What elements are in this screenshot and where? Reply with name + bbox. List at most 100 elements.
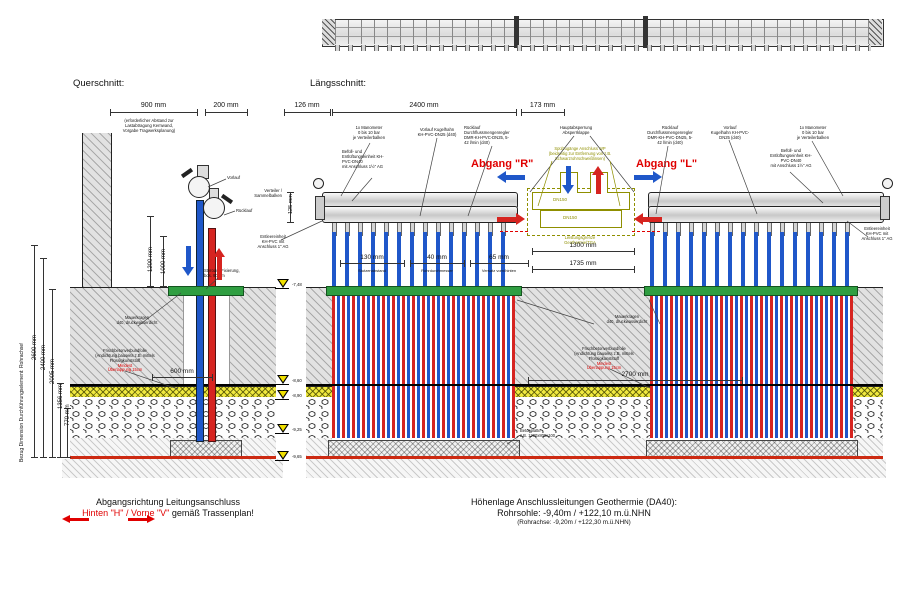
qs-pipe-vorlauf: [196, 200, 204, 442]
ls-manometer-right: [882, 178, 893, 189]
qs-subgrade: [62, 459, 283, 478]
wp-reddash-right: [632, 231, 660, 232]
arrow-hinten-shaft: [70, 517, 89, 521]
dim-2400v-line: [43, 258, 44, 457]
label-frischbeton-ls-red: Mindest Überlappung 15cm: [586, 360, 622, 371]
dim-1300-line: [532, 251, 634, 252]
ls-footing-left: [328, 440, 520, 458]
dim-125-tick2: [287, 222, 294, 223]
dim-2400-tick1: [332, 109, 333, 116]
elevation-marker-base-2: [275, 399, 289, 400]
ls-beam-right-ruecklauf: [648, 206, 884, 223]
arrow-supply-right-head: [653, 171, 662, 183]
dim-200-tick1: [205, 109, 206, 116]
elevation-marker-value-0: -7,48: [292, 282, 302, 287]
dim-65-line: [470, 263, 528, 264]
dim-2005-tick1: [49, 289, 56, 290]
dim-2600-label: 2600 mm: [32, 334, 38, 360]
label-betonplatte: Betonplatte z.B. 1200x800x100: [520, 428, 556, 438]
ls-subgrade: [306, 459, 886, 478]
plan-beam-flange-right: [643, 16, 648, 48]
dim-1200-tick1: [147, 216, 154, 217]
elevation-marker-fill-1: [278, 376, 287, 382]
label-stutzenabstand: Stutzenabstand: [358, 268, 386, 273]
label-styrodur: Styrodur-Fixierung, bds. 90mm: [204, 268, 240, 278]
arrow-wp-supply-down-shaft: [565, 166, 571, 185]
dim-200-tick2: [247, 109, 248, 116]
dim-900-label: 900 mm: [140, 102, 167, 109]
ls-footing-right: [646, 440, 858, 458]
qs-redline: [70, 456, 276, 459]
arrow-return-in-right-shaft: [643, 216, 662, 222]
arrow-wp-supply-down-head: [562, 185, 574, 194]
ls-slab-right: [852, 287, 883, 386]
ls-dense-pipes-right: [650, 294, 853, 438]
note-direction-line1: Abgangsrichtung Leitungsanschluss: [95, 497, 241, 507]
dim-1000-tick2: [160, 286, 167, 287]
dim-173-line: [521, 112, 564, 113]
label-dmr-right: Rücklauf Durchflussmengenregler DMR-KH-P…: [647, 125, 693, 145]
dim-40-tick2: [464, 260, 465, 267]
dim-40-line: [410, 263, 464, 264]
dim-173-label: 173 mm: [529, 102, 556, 109]
label-frischbeton-ls: Frischbetonverbundfolie (Andichtung baus…: [574, 346, 634, 361]
wp-duct-upper: [532, 192, 630, 210]
dim-2400-label: 2400 mm: [409, 102, 439, 109]
dim-130-label: 130 mm: [360, 253, 384, 261]
label-abgang-l: Abgang "L": [636, 158, 698, 170]
dim-2005-line: [52, 289, 53, 457]
label-verteiler-sammelbalken: Verteiler / Sammelbalken: [254, 188, 282, 198]
dim-1000-tick1: [160, 236, 167, 237]
qs-valve-1: [188, 176, 210, 198]
dim-1200-label: 1200 mm: [148, 246, 154, 272]
dim-770-line: [67, 408, 68, 457]
label-frischbeton-qs-red: Mindest Überlappung 15cm: [107, 362, 143, 373]
dim-1200-line: [150, 216, 151, 286]
label-manometer-left: 1x Manometer 0 bis 10 bar je Verteilerba…: [352, 125, 386, 140]
label-rohrdurchmesser: Rohrdurchmesser: [421, 268, 453, 273]
dim-1300-label: 1300 mm: [569, 241, 597, 249]
label-frischbeton-qs: Frischbetonverbundfolie (Andichtung baus…: [95, 348, 155, 363]
label-leistungsgrenze: Leistungsgrenze Geothermie/TGA: [564, 235, 596, 245]
ls-green-rail-right: [644, 286, 858, 296]
title-long-section: Längsschnitt:: [310, 78, 366, 89]
dim-600-line: [152, 377, 212, 378]
label-vorlauf-qs: Vorlauf: [227, 175, 241, 180]
dim-900-tick1: [110, 109, 111, 116]
dim-126-line: [284, 112, 330, 113]
note-direction-line2-black: gemäß Trassenplan!: [169, 508, 254, 518]
dim-173-tick1: [521, 109, 522, 116]
dim-200-label: 200 mm: [213, 102, 239, 109]
dim-2400v-tick2: [40, 457, 47, 458]
dim-40-tick1: [410, 260, 411, 267]
dim-2400v-label: 2400 mm: [41, 344, 47, 370]
dim-2400v-tick1: [40, 258, 47, 259]
elevation-marker-fill-4: [278, 452, 287, 458]
elevation-marker-value-3: -9,25: [292, 427, 302, 432]
dim-65-tick2: [528, 260, 529, 267]
dim-126-label: 126 mm: [294, 102, 320, 109]
label-kugelhahn-left: Vorlauf Kugelhahn KH-PVC-DN25 (d40): [417, 127, 457, 137]
dim-130-line: [340, 263, 404, 264]
note-900: (erforderlicher Abstand zur Lastabtragun…: [122, 118, 176, 133]
qs-black-line: [70, 384, 276, 386]
dim-900-line: [110, 112, 197, 113]
arrow-hinten-head: [62, 514, 70, 523]
title-cross-section: Querschnitt:: [73, 78, 125, 89]
dim-130-tick1: [340, 260, 341, 267]
qs-valve-2: [203, 197, 225, 219]
dim-2700-tick2: [742, 377, 743, 384]
dim-2600-tick2: [31, 457, 38, 458]
dim-770-tick2: [64, 457, 71, 458]
dim-1000-line: [163, 236, 164, 286]
ls-dense-pipes-left: [332, 294, 515, 438]
arrow-qs-supply-down-shaft: [185, 246, 191, 267]
dim-125-tick1: [287, 192, 294, 193]
ls-gravel-right: [852, 397, 883, 439]
elevation-marker-fill-3: [278, 425, 287, 431]
ls-black-line: [306, 384, 883, 386]
arrow-supply-right-shaft: [634, 174, 653, 180]
dim-2400-tick2: [516, 109, 517, 116]
ls-slab-left: [306, 287, 332, 386]
note-elevation-line3: (Rohrachse: -9,20m / +122,30 m.ü.NHN): [517, 519, 631, 526]
